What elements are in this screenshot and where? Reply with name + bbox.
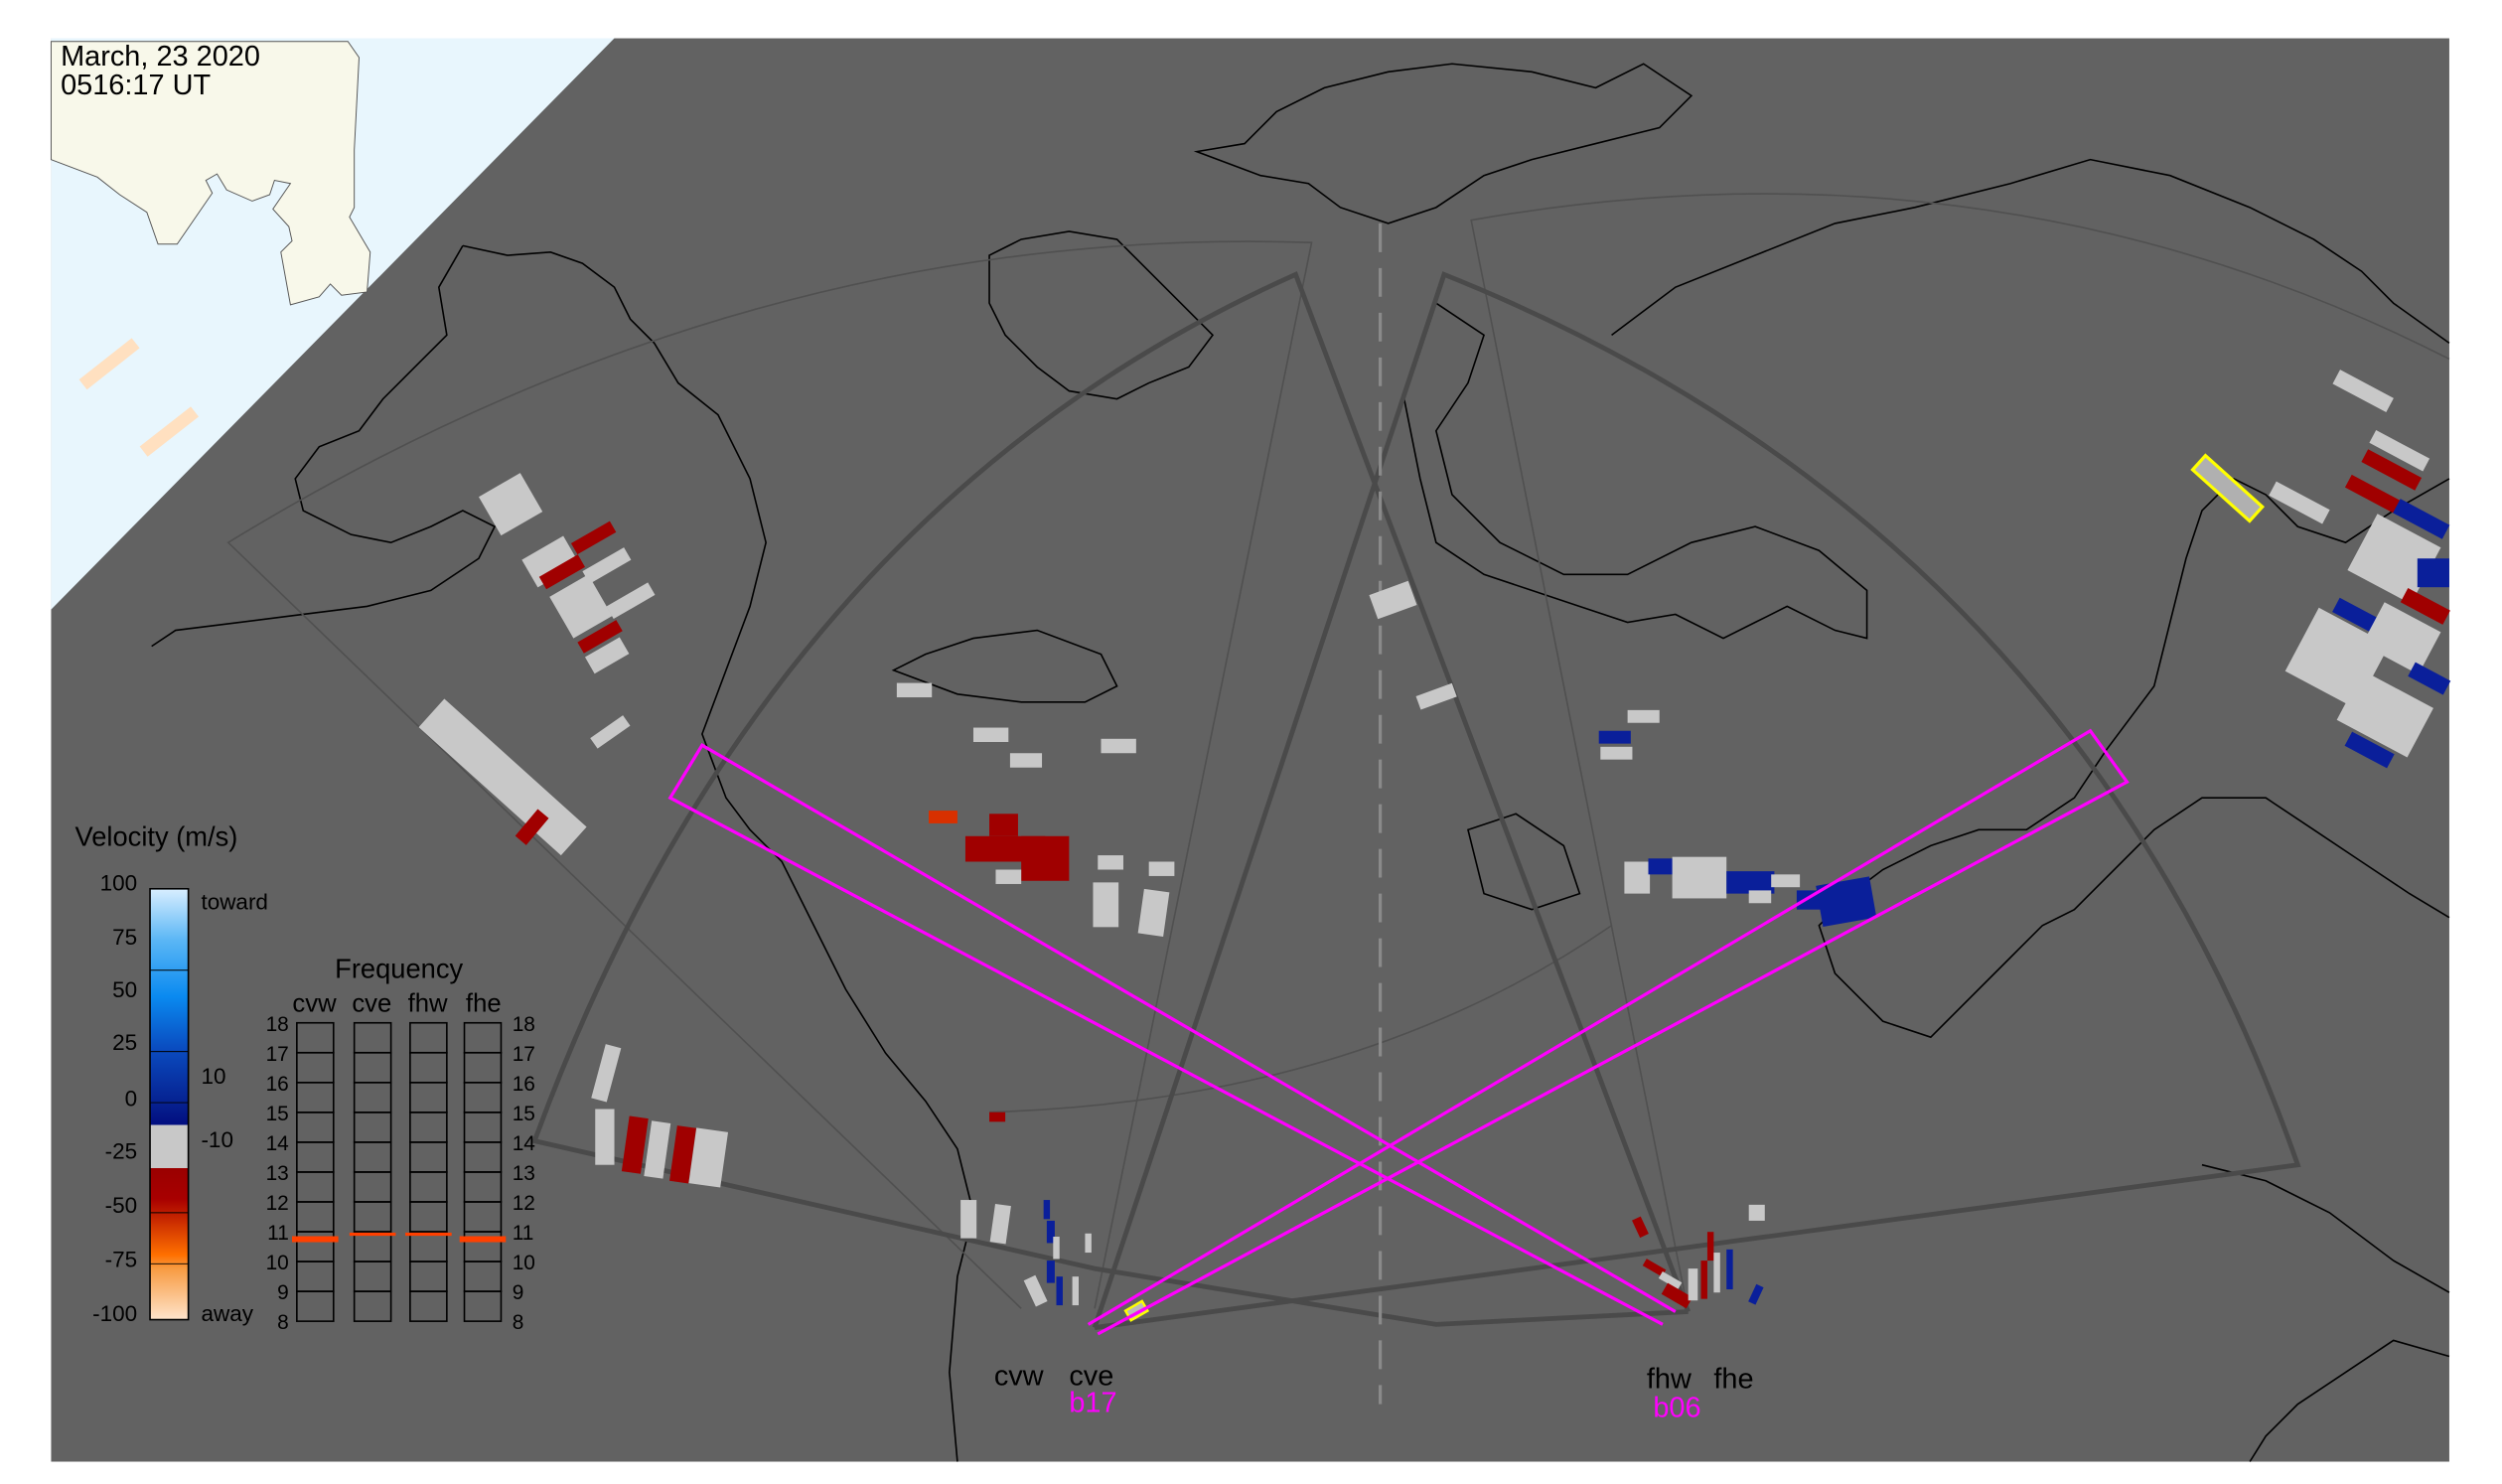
- radar-label-cve: cve: [1069, 1360, 1113, 1392]
- freq-col-cvw: cvw: [292, 989, 337, 1017]
- freq-tick-right: 8: [513, 1311, 524, 1334]
- freq-tick-left: 16: [266, 1073, 289, 1096]
- legend-tick: -25: [105, 1138, 137, 1163]
- freq-tick-left: 10: [266, 1252, 289, 1274]
- freq-tick-right: 12: [513, 1192, 535, 1215]
- freq-col-fhe: fhe: [466, 989, 502, 1017]
- radar-label-cvw: cvw: [994, 1360, 1044, 1392]
- legend-tick: 100: [100, 870, 138, 895]
- legend-tick: 0: [125, 1086, 138, 1111]
- freq-cell: [463, 1021, 503, 1054]
- freq-tick-left: 18: [266, 1013, 289, 1036]
- velocity-colorbar: [149, 887, 190, 1321]
- freq-tick-right: 14: [513, 1132, 535, 1155]
- legend-tick: 50: [112, 977, 137, 1002]
- freq-tick-right: 18: [513, 1013, 535, 1036]
- beam-label-cv: b17: [1069, 1388, 1116, 1419]
- freq-tick-left: 15: [266, 1103, 289, 1125]
- offmap-echoes: [78, 338, 199, 457]
- beam-cv-b17: [1087, 728, 2130, 1336]
- radar-label-fhw: fhw: [1647, 1364, 1692, 1396]
- freq-tick-left: 11: [267, 1222, 289, 1245]
- freq-cell: [409, 1021, 448, 1054]
- fov-cvw: [226, 240, 1313, 1309]
- freq-tick-right: 17: [513, 1043, 535, 1066]
- freq-tick-left: 13: [266, 1162, 289, 1185]
- legend-tick: -100: [92, 1301, 137, 1326]
- freq-tick-right: 15: [513, 1103, 535, 1125]
- freq-tick-right: 10: [513, 1252, 535, 1274]
- legend-away: away: [201, 1301, 253, 1326]
- freq-tick-left: 8: [277, 1311, 289, 1334]
- freq-tick-right: 11: [513, 1222, 534, 1245]
- freq-tick-left: 14: [266, 1132, 289, 1155]
- freq-band-cve: [349, 1232, 396, 1237]
- freq-col-fhw: fhw: [408, 989, 448, 1017]
- legend-tick: 75: [112, 925, 137, 950]
- fov-fhw: [530, 271, 1691, 1327]
- coastlines: [151, 63, 2450, 1462]
- radar-label-fhe: fhe: [1713, 1364, 1753, 1396]
- freq-tick-right: 13: [513, 1162, 535, 1185]
- highlighted-beams: [667, 728, 2130, 1336]
- freq-band-fhe: [459, 1236, 507, 1243]
- legend-tick: -50: [105, 1193, 137, 1218]
- land-greenland: [50, 41, 371, 306]
- beam-fh-b06: [667, 743, 1677, 1326]
- freq-tick-right: 16: [513, 1073, 535, 1096]
- range-arc: [989, 925, 1613, 1113]
- time-label: 0516:17 UT: [61, 70, 211, 101]
- fov-fhe: [1470, 193, 2450, 1312]
- velocity-legend: Velocity (m/s) 100 75 50 25 0 -25 -50 -7…: [75, 820, 268, 1326]
- freq-cell: [353, 1021, 392, 1054]
- legend-tick: -75: [105, 1248, 137, 1272]
- freq-band-fhw: [405, 1232, 452, 1237]
- fov-cve: [1092, 271, 2301, 1330]
- freq-tick-left: 12: [266, 1192, 289, 1215]
- freq-col-cve: cve: [352, 989, 391, 1017]
- freq-tick-right: 9: [513, 1281, 524, 1304]
- legend-toward: toward: [201, 890, 268, 915]
- highlighted-cell: [2190, 453, 2266, 523]
- legend-gs-lower: -10: [201, 1127, 232, 1152]
- velocity-cells: [418, 370, 2451, 1322]
- freq-tick-left: 9: [277, 1281, 289, 1304]
- fields-of-view: [226, 193, 2450, 1405]
- date-label: March, 23 2020: [61, 41, 260, 73]
- freq-cell: [296, 1021, 335, 1054]
- legend-title: Velocity (m/s): [75, 820, 238, 851]
- legend-tick: 25: [112, 1030, 137, 1055]
- freq-tick-left: 17: [266, 1043, 289, 1066]
- freq-band-cvw: [292, 1236, 339, 1243]
- beam-label-fh: b06: [1653, 1393, 1700, 1424]
- frequency-legend: Frequency cvw cve fhw fhe 18 17 16 15 14 13 12…: [266, 954, 535, 1334]
- frequency-title: Frequency: [335, 954, 463, 984]
- legend-gs-upper: 10: [201, 1064, 225, 1089]
